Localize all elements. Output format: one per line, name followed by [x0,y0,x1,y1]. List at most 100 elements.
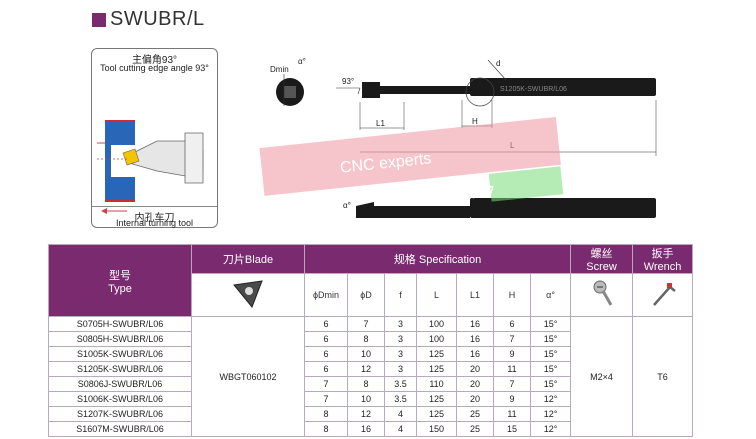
type-header: 型号 Type [48,244,192,317]
row-dmin: 7 [304,391,348,407]
row-f: 3 [384,331,417,347]
table-row: S0806J-SWUBR/L06 7 8 3.5 110 20 7 15° [48,376,693,392]
tool-technical-drawing: Dmin α° 93° S1205K-SWUBR/L06 d L1 H L α° [270,57,657,218]
spec-table: 型号 Type 刀片Blade 规格 Specification 螺丝 Scre… [48,244,694,437]
row-f: 3.5 [384,376,417,392]
row-type: S1207K-SWUBR/L06 [48,406,192,422]
blade-insert-icon [233,280,263,308]
row-d: 12 [347,361,385,377]
subheader-f: f [384,273,417,317]
boring-illustration [97,120,204,214]
row-type: S0806J-SWUBR/L06 [48,376,192,392]
row-alpha: 12° [529,391,572,407]
row-dmin: 6 [304,361,348,377]
row-h: 7 [493,331,531,347]
row-type: S1006K-SWUBR/L06 [48,391,192,407]
row-type: S1607M-SWUBR/L06 [48,421,192,437]
row-f: 3 [384,316,417,332]
subheader-row: ϕDmin ϕD f L L1 H α° [49,273,694,317]
row-f: 3.5 [384,391,417,407]
row-h: 9 [493,346,531,362]
subheader-h: H [493,273,531,317]
row-h: 7 [493,376,531,392]
row-d: 10 [347,346,385,362]
wrench-header-en: Wrench [643,261,682,273]
row-h: 11 [493,406,531,422]
header-row: 型号 Type 刀片Blade 规格 Specification 螺丝 Scre… [48,244,694,317]
d-label: d [496,59,500,68]
h-label: H [472,117,478,126]
row-l: 125 [416,361,457,377]
row-d: 8 [347,331,385,347]
subheader-alpha: α° [529,273,572,317]
row-type: S0805H-SWUBR/L06 [48,331,192,347]
wrench-value: T6 [632,316,694,437]
tool-lower-view [470,198,656,218]
alpha-label: α° [298,57,306,66]
wrench-header: 扳手 Wrench [632,244,694,274]
tool-shank [470,78,656,96]
row-type: S1005K-SWUBR/L06 [48,346,192,362]
row-alpha: 15° [529,361,572,377]
tool-marking: S1205K-SWUBR/L06 [500,86,567,93]
subheader-d: ϕD [347,273,385,317]
row-alpha: 15° [529,376,572,392]
row-dmin: 8 [304,421,348,437]
row-f: 4 [384,406,417,422]
screw-icon [593,280,612,306]
wrench-image-cell [632,273,694,317]
title-text: SWUBR/L [110,8,205,30]
row-l1: 20 [456,376,494,392]
row-f: 3 [384,361,417,377]
row-l: 125 [416,346,457,362]
blade-image-cell [191,273,305,317]
inset-top-en: Tool cutting edge angle 93° [100,63,209,73]
row-alpha: 15° [529,331,572,347]
inset-bottom-cn: 内孔车刀 [134,213,175,224]
wrench-icon [652,283,676,306]
inset-top-cn: 主偏角93° [131,55,178,66]
row-l: 100 [416,316,457,332]
row-l1: 20 [456,361,494,377]
screw-header-en: Screw [586,261,617,273]
table-row: S1207K-SWUBR/L06 8 12 4 125 25 11 12° [48,406,693,422]
row-h: 15 [493,421,531,437]
blade-value: WBGT060102 [191,316,305,437]
row-dmin: 6 [304,331,348,347]
row-l1: 16 [456,331,494,347]
screw-header: 螺丝 Screw [570,244,634,274]
row-f: 4 [384,421,417,437]
blade-header: 刀片Blade [191,244,305,274]
subheader-l1: L1 [456,273,494,317]
angle-label: 93° [342,77,354,86]
type-header-en: Type [108,282,132,295]
row-alpha: 12° [529,421,572,437]
svg-text:α°: α° [343,201,351,210]
row-l1: 16 [456,346,494,362]
row-d: 8 [347,376,385,392]
row-d: 16 [347,421,385,437]
row-l1: 25 [456,421,494,437]
screw-value: M2×4 [570,316,634,437]
row-d: 12 [347,406,385,422]
screw-header-cn: 螺丝 [590,248,613,260]
inset-divider [92,206,217,207]
row-l1: 25 [456,406,494,422]
l1-label: L1 [376,119,385,128]
row-h: 9 [493,391,531,407]
spec-header: 规格 Specification [303,244,572,274]
internal-turning-inset: 主偏角93° Tool cutting edge angle 93° 内孔车刀 … [91,48,218,228]
subheader-l: L [416,273,457,317]
table-row: S1607M-SWUBR/L06 8 16 4 150 25 15 12° [48,421,693,437]
row-type: S0705H-SWUBR/L06 [48,316,192,332]
row-type: S1205K-SWUBR/L06 [48,361,192,377]
row-l: 110 [416,376,457,392]
row-alpha: 15° [529,346,572,362]
screw-image-cell [570,273,634,317]
row-l: 125 [416,391,457,407]
row-l: 150 [416,421,457,437]
row-l: 100 [416,331,457,347]
row-l1: 20 [456,391,494,407]
row-dmin: 7 [304,376,348,392]
row-dmin: 8 [304,406,348,422]
